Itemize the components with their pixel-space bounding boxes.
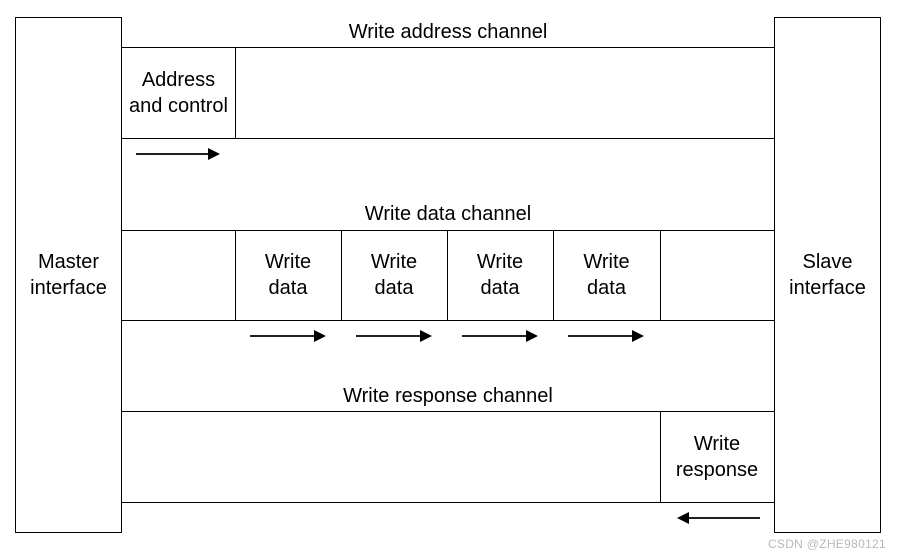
write-data-cell-4: Write data	[583, 251, 630, 299]
data-cell-divider	[660, 230, 661, 320]
write-response-channel-bottom-line	[122, 502, 774, 503]
write-address-channel-top-line	[122, 47, 774, 48]
write-response-channel-title: Write response channel	[343, 385, 553, 407]
data-cell-divider	[553, 230, 554, 320]
slave-interface-label: Slave interface	[789, 251, 866, 299]
response-direction-arrow	[677, 512, 760, 524]
write-address-channel-bottom-line	[122, 138, 774, 139]
data-direction-arrow-3	[462, 330, 538, 342]
write-response-cell: Write response	[675, 433, 759, 481]
master-interface-label: Master interface	[30, 251, 107, 299]
data-direction-arrow-4	[568, 330, 644, 342]
address-and-control-cell: Address and control	[129, 69, 228, 117]
data-direction-arrow-2	[356, 330, 432, 342]
data-cell-divider	[235, 230, 236, 320]
write-address-channel-title: Write address channel	[348, 21, 548, 43]
slave-interface-box: Slave interface	[774, 17, 881, 533]
address-cell-divider	[235, 47, 236, 138]
write-data-channel-title: Write data channel	[364, 203, 532, 225]
response-cell-divider	[660, 411, 661, 502]
watermark: CSDN @ZHE980121	[767, 537, 886, 551]
write-response-channel-top-line	[122, 411, 774, 412]
write-data-cell-1: Write data	[264, 251, 312, 299]
data-direction-arrow-1	[250, 330, 326, 342]
master-interface-box: Master interface	[15, 17, 122, 533]
data-cell-divider	[341, 230, 342, 320]
write-data-cell-2: Write data	[370, 251, 418, 299]
address-direction-arrow	[136, 148, 220, 160]
write-data-channel-bottom-line	[122, 320, 774, 321]
data-cell-divider	[447, 230, 448, 320]
write-data-cell-3: Write data	[476, 251, 524, 299]
write-data-channel-top-line	[122, 230, 774, 231]
